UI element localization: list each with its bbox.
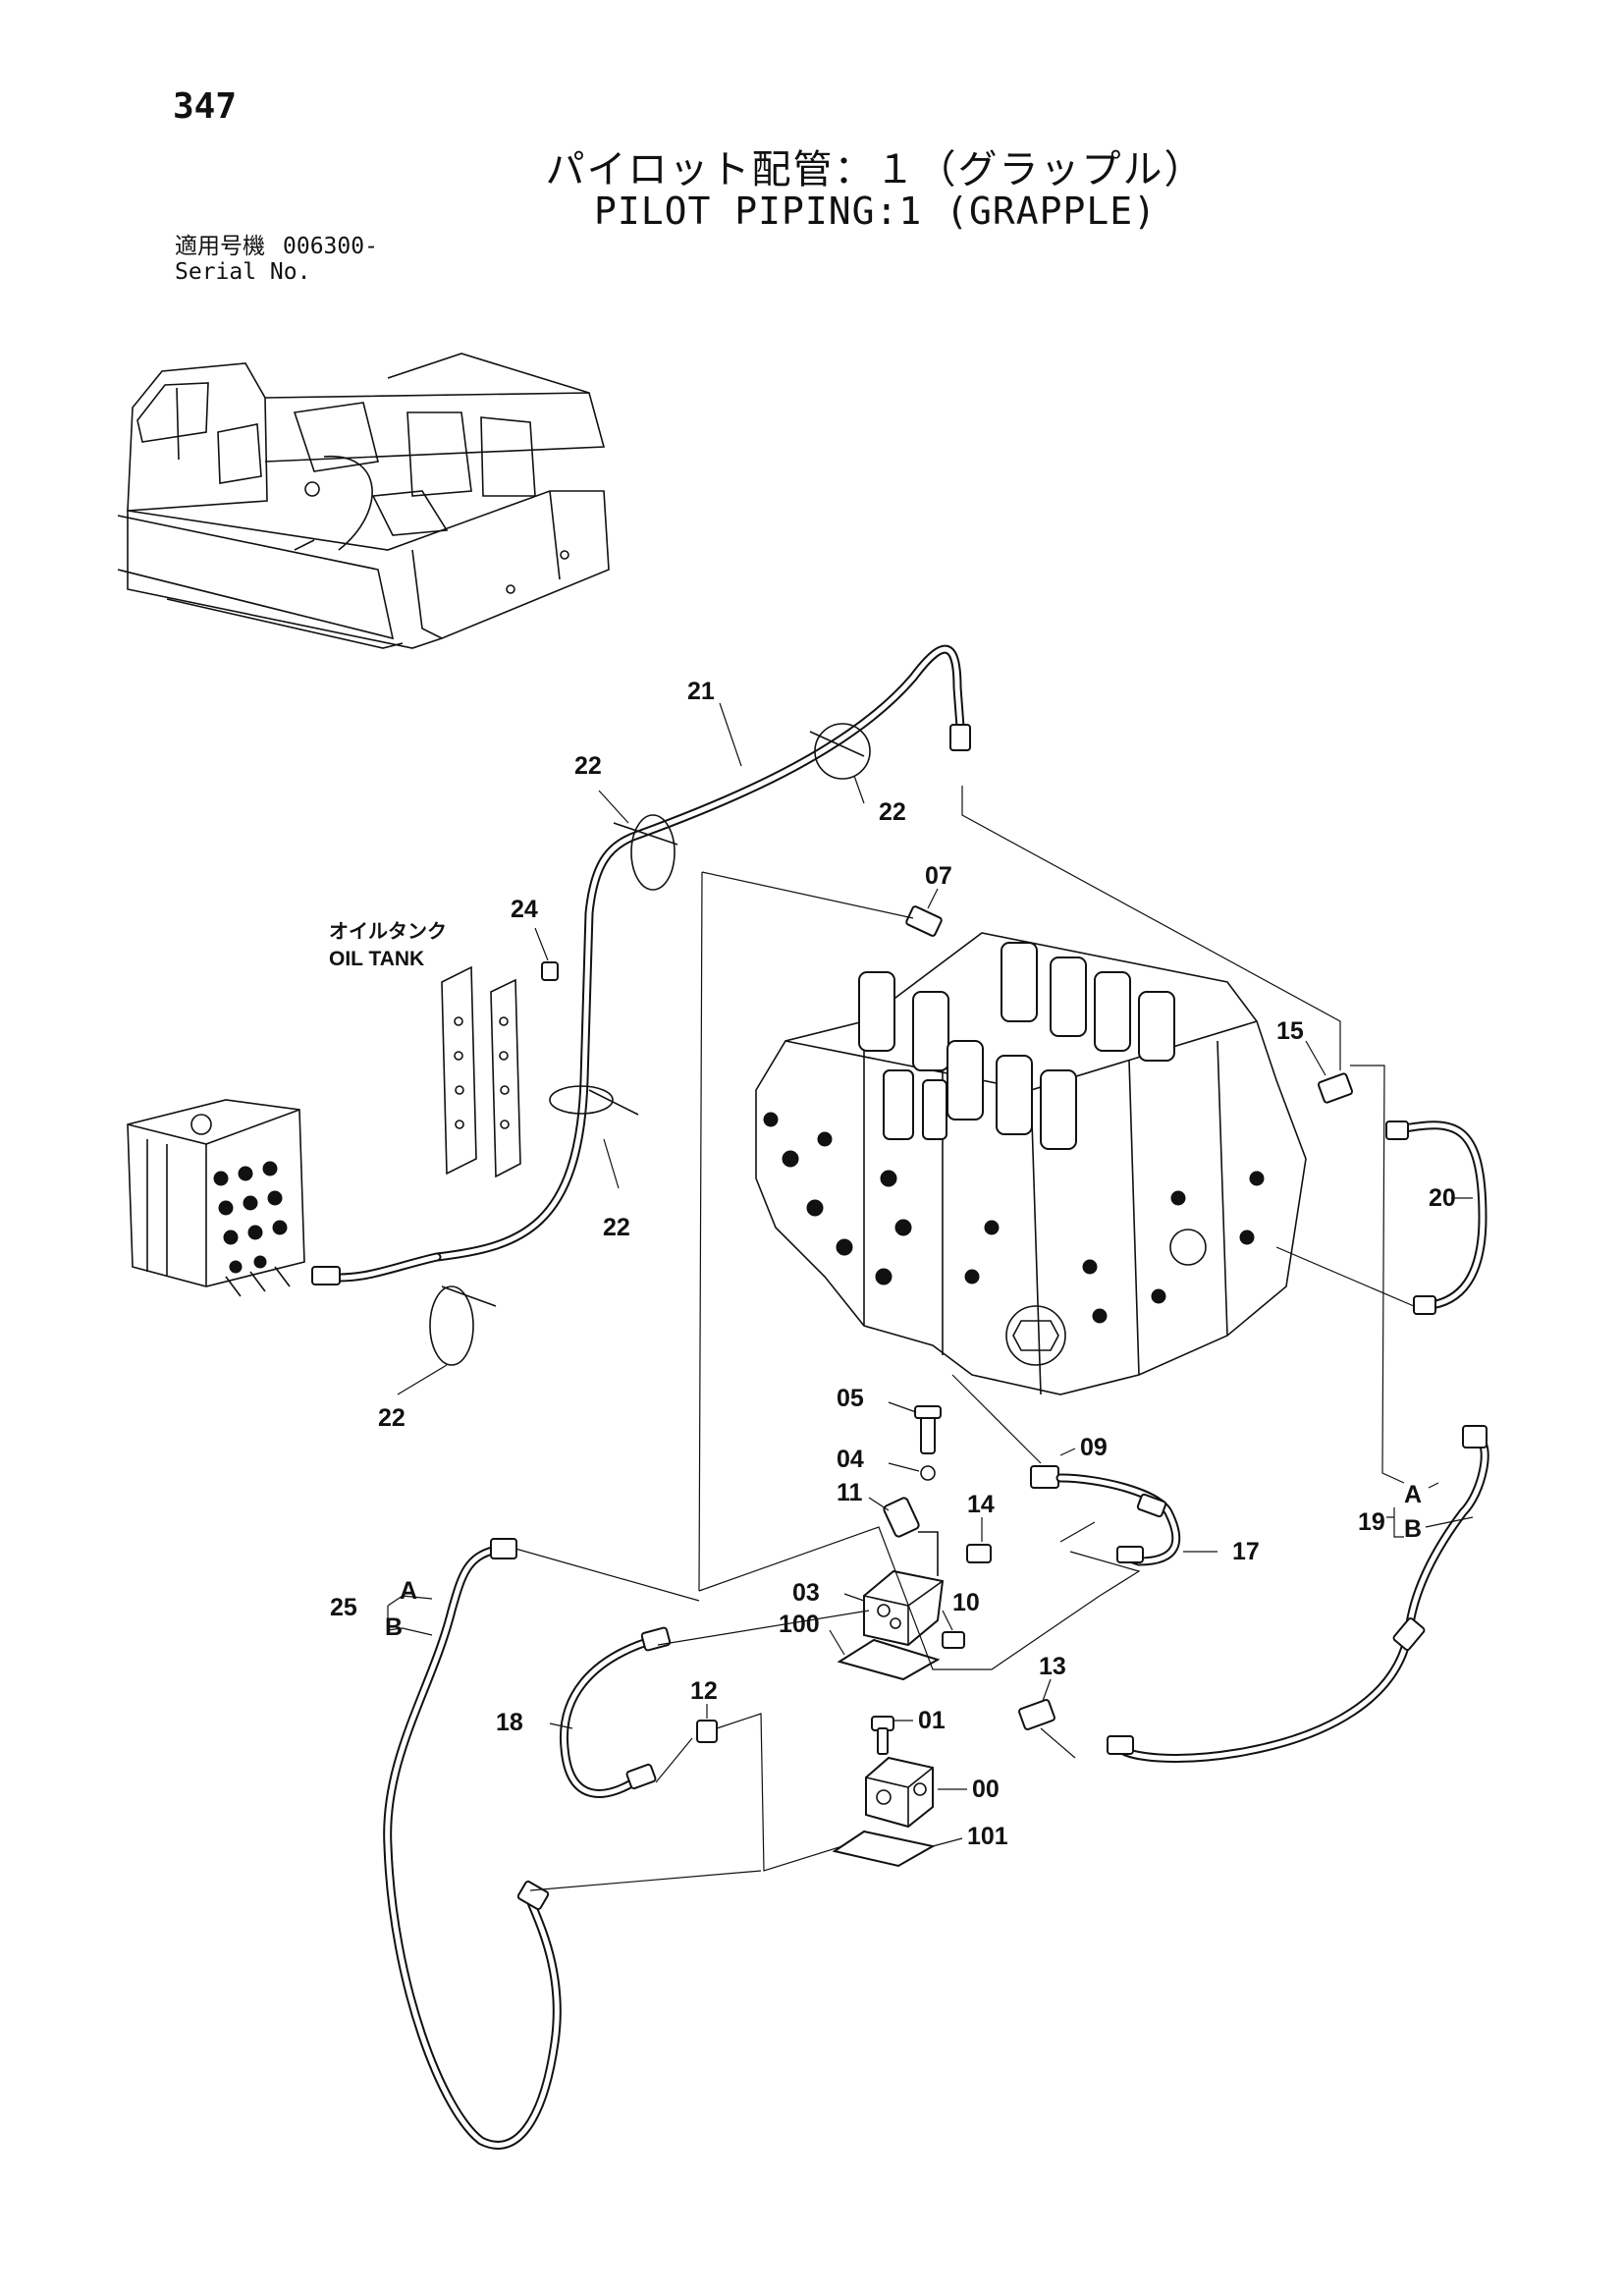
callout-14: 14 xyxy=(967,1491,995,1518)
callout-15: 15 xyxy=(1276,1017,1304,1045)
excavator-overview-illustration xyxy=(117,353,610,649)
serial-block: 適用号機 006300- Serial No. xyxy=(175,234,378,285)
callout-12: 12 xyxy=(690,1677,718,1705)
callout-19-a: A xyxy=(1404,1481,1422,1508)
callout-13: 13 xyxy=(1039,1653,1066,1680)
serial-value: 006300- xyxy=(283,234,378,259)
main-control-valve xyxy=(755,932,1307,1395)
callout-19-b: B xyxy=(1404,1515,1422,1543)
callout-101: 101 xyxy=(967,1823,1008,1850)
callout-22: 22 xyxy=(574,752,602,780)
callout-22: 22 xyxy=(879,798,906,826)
hose-clamp-22 xyxy=(429,723,871,1366)
callout-22: 22 xyxy=(603,1214,630,1241)
callout-25: 25 xyxy=(330,1594,357,1621)
callout-21: 21 xyxy=(687,678,715,705)
oil-tank-label-japanese: オイルタンク xyxy=(329,919,447,943)
callout-25-a: A xyxy=(400,1577,417,1605)
callout-25-b: B xyxy=(385,1613,403,1641)
callout-22: 22 xyxy=(378,1404,406,1432)
callout-24: 24 xyxy=(511,896,538,923)
serial-label-japanese: 適用号機 xyxy=(175,234,265,259)
callout-10: 10 xyxy=(952,1589,980,1616)
callout-03: 03 xyxy=(792,1579,820,1607)
callout-09: 09 xyxy=(1080,1434,1108,1461)
callout-04: 04 xyxy=(837,1446,864,1473)
oil-tank-bracket xyxy=(441,965,521,1178)
callout-07: 07 xyxy=(925,862,952,890)
serial-label-english: Serial No. xyxy=(175,259,311,285)
pilot-valve-block xyxy=(127,1099,305,1297)
callout-20: 20 xyxy=(1429,1184,1456,1212)
hose-21 xyxy=(311,644,971,1285)
callout-18: 18 xyxy=(496,1709,523,1736)
callout-01: 01 xyxy=(918,1707,946,1734)
callout-17: 17 xyxy=(1232,1538,1260,1565)
callout-00: 00 xyxy=(972,1776,1000,1803)
callout-19: 19 xyxy=(1358,1508,1385,1536)
page-number: 347 xyxy=(173,86,238,127)
callout-05: 05 xyxy=(837,1385,864,1412)
oil-tank-label-english: OIL TANK xyxy=(329,948,424,970)
callout-11: 11 xyxy=(837,1479,863,1506)
page-title-japanese: パイロット配管：１（グラップル） xyxy=(545,147,1206,192)
page-title-english: PILOT PIPING:1 (GRAPPLE) xyxy=(593,190,1158,233)
